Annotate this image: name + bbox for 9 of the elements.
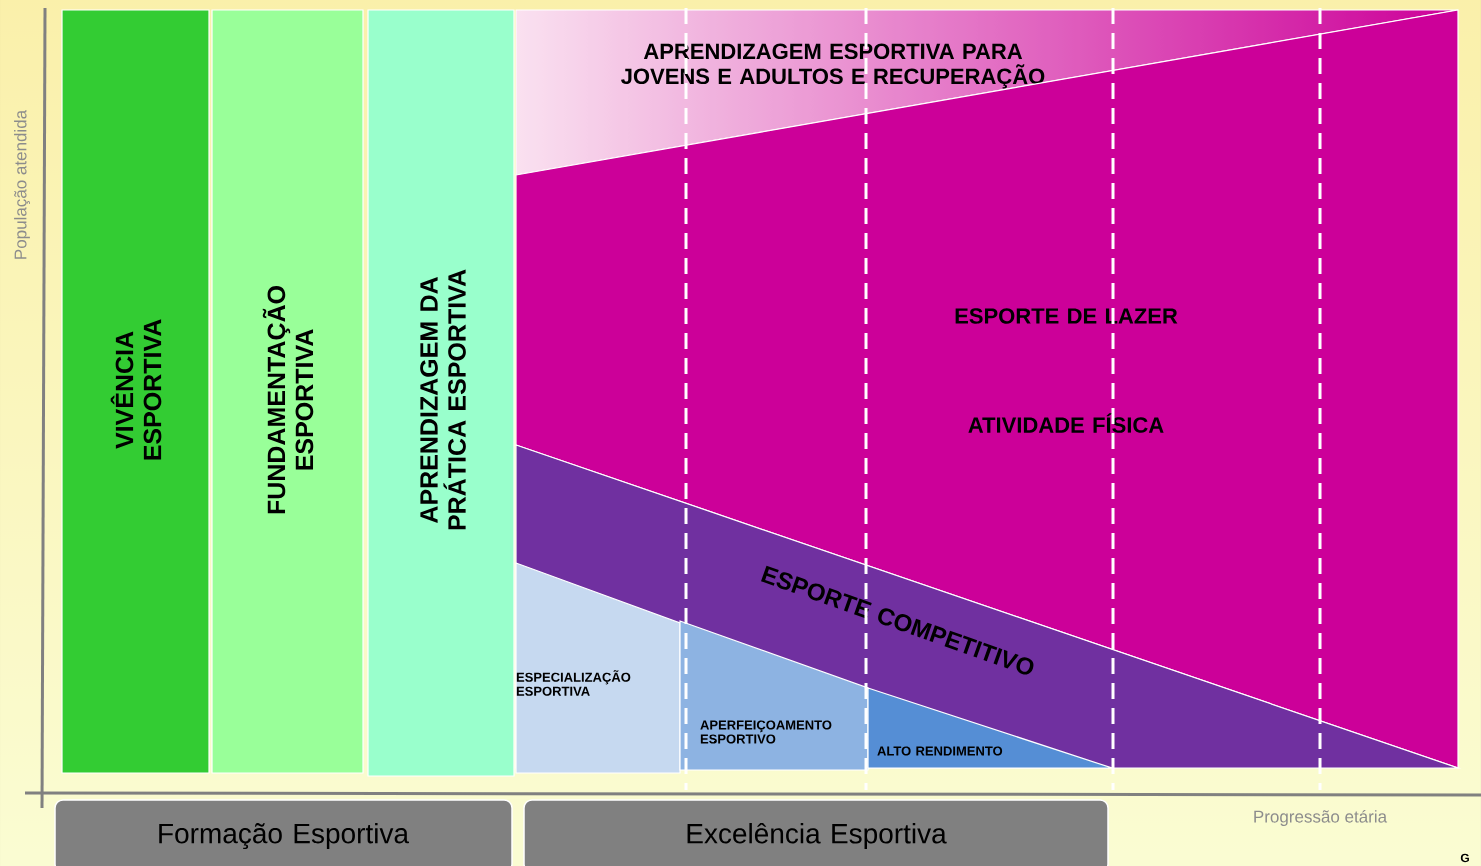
- axis-label: Progressão etária: [1254, 809, 1388, 826]
- axis-label: G: [1460, 853, 1469, 863]
- axis-label: População atendida: [14, 109, 30, 259]
- stage-bar: FUNDAMENTAÇÃO ESPORTIVA: [211, 9, 364, 774]
- level-area: ALTO RENDIMENTO: [867, 687, 1116, 769]
- stage-bar: VIVÊNCIA ESPORTIVA: [61, 9, 210, 774]
- stage-bar: APRENDIZAGEM DA PRÁTICA ESPORTIVA: [367, 9, 515, 777]
- phase-box: Formação Esportiva: [54, 799, 513, 866]
- phase-box: Excelência Esportiva: [523, 799, 1109, 866]
